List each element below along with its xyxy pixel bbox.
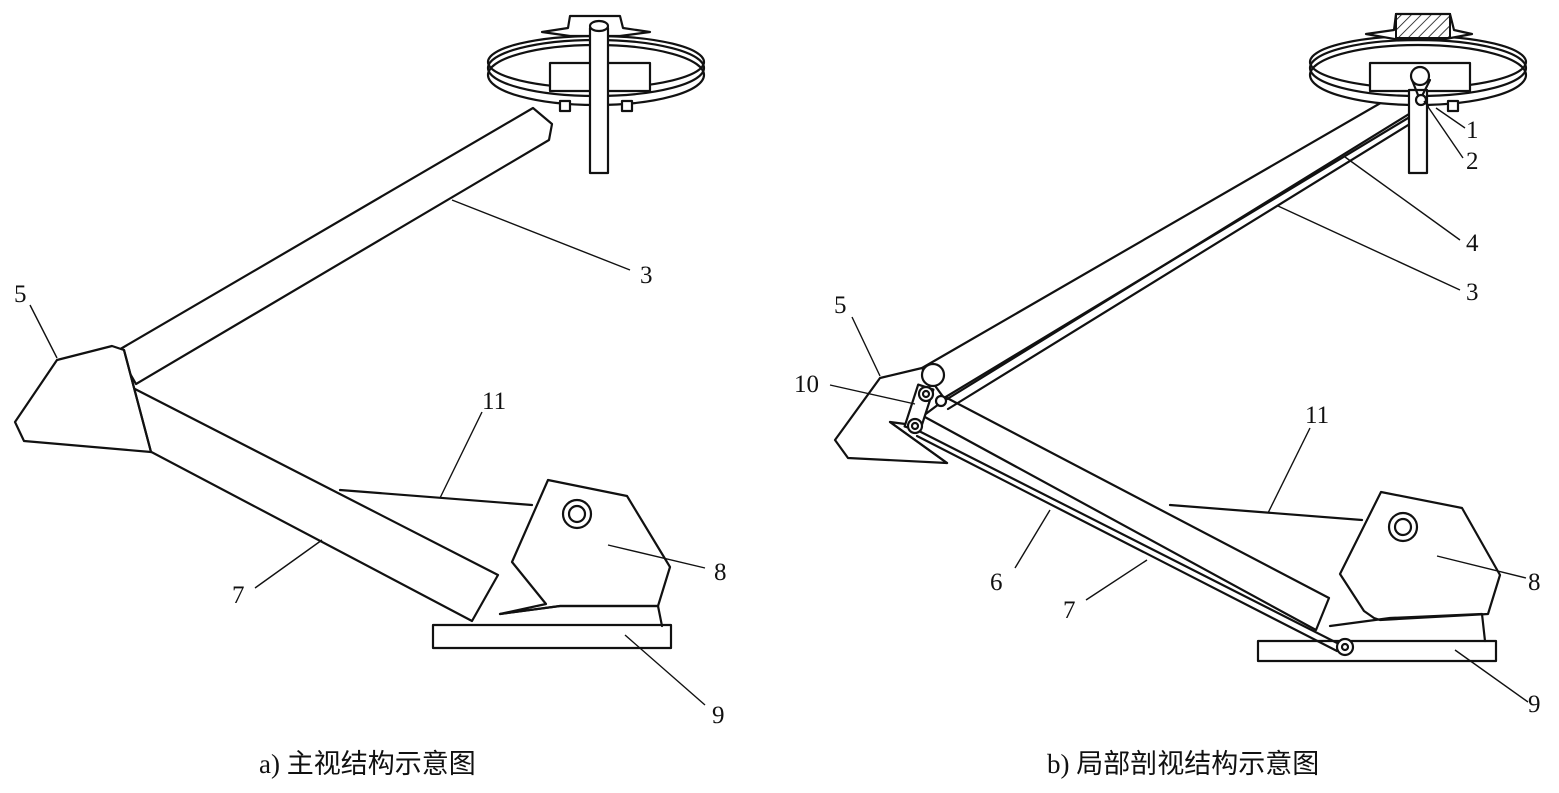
leader-1-b [1435,107,1466,129]
label-9-a: 9 [712,702,725,729]
label-1-b: 1 [1466,117,1479,144]
pivot-circle-inner-a [567,504,587,524]
leader-9-b [1454,649,1529,703]
leader-8-b [1436,555,1527,579]
leader-9-a [624,634,706,706]
caption-b: b) 局部剖视结构示意图 [1047,749,1319,779]
leader-4-b [1344,156,1461,241]
seat-housing-a [498,478,672,616]
label-7-a: 7 [232,582,245,609]
label-3-b: 3 [1466,279,1479,306]
label-8-a: 8 [714,559,727,586]
label-3-a: 3 [640,262,653,289]
upper-arm-a [115,106,554,386]
label-11-b: 11 [1305,402,1329,429]
seat-housing-b [1338,490,1502,622]
pivot-circle-outer-a [561,498,593,530]
leader-7-a [254,539,323,589]
pantograph-head-b [1308,12,1528,175]
label-5-a: 5 [14,281,27,308]
lower-arm-b [921,396,1331,632]
leader-3-a [451,199,631,271]
base-plate-a [431,623,673,650]
label-9-b: 9 [1528,691,1541,718]
upper-arm-b [920,84,1430,400]
label-10-b: 10 [794,371,819,398]
label-5-b: 5 [834,292,847,319]
label-4-b: 4 [1466,230,1479,257]
pivot-circle-inner-b [1393,517,1413,537]
strut-b [1168,503,1364,522]
caption-a: a) 主视结构示意图 [259,749,476,779]
figure-a: 3 5 7 8 9 11 a) 主视结构示意图 [13,14,727,779]
label-7-b: 7 [1063,597,1076,624]
rod-6-b [911,426,1347,649]
leader-5-b [851,316,881,377]
leader-2-b [1423,100,1464,159]
rod-4-b [942,104,1424,403]
bottom-pin-b [1335,637,1355,657]
label-2-b: 2 [1466,148,1479,175]
figure-b: 1 2 4 3 5 10 6 7 8 9 11 b) 局部剖视结构示意图 [794,12,1541,779]
leader-7-b [1085,559,1148,601]
pantograph-head-a [486,14,706,175]
base-plate-b [1256,639,1498,663]
pivot-circle-outer-b [1387,511,1419,543]
lower-arm-a [121,386,500,623]
leader-11-a [439,411,483,499]
leader-5-a [29,304,58,359]
label-11-a: 11 [482,388,506,415]
strut-a [338,488,534,507]
leader-11-b [1267,427,1311,514]
label-8-b: 8 [1528,569,1541,596]
leader-6-b [1014,509,1051,569]
leader-8-a [607,544,706,569]
leader-3-b [1277,205,1461,291]
leader-10-b [829,384,916,405]
label-6-b: 6 [990,569,1003,596]
